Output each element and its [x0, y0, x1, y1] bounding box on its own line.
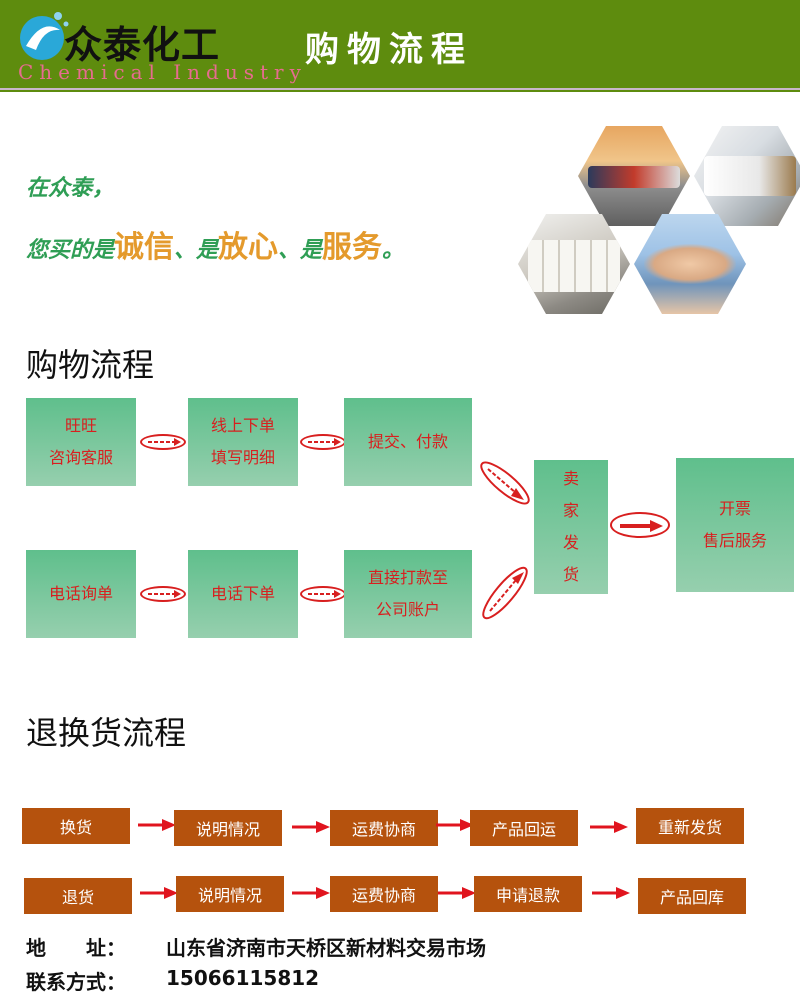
- return-step: 产品回运: [470, 810, 578, 846]
- step-label: 售后服务: [702, 531, 767, 550]
- shopping-flow-title: 购物流程: [26, 346, 155, 384]
- step-bank-transfer: 直接打款至 公司账户: [344, 550, 472, 638]
- phone-label: 联系方式：: [26, 970, 126, 994]
- phone-value: 15066115812: [166, 966, 320, 990]
- header-bar: 众泰化工 Chemical Industry 购物流程: [0, 0, 800, 92]
- return-step: 重新发货: [636, 808, 744, 844]
- step-label: 直接打款至: [367, 568, 448, 587]
- step-seller-ships: 卖 家 发 货: [534, 460, 608, 594]
- handshake-photo: [634, 214, 746, 314]
- slogan-keyword-service: 服务: [322, 230, 383, 265]
- step-phone-order: 电话下单: [188, 550, 298, 638]
- step-label: 开票: [718, 499, 751, 518]
- step-phone-inquiry: 电话询单: [26, 550, 136, 638]
- arrow-icon: [140, 887, 178, 899]
- arrow-icon: [438, 887, 476, 899]
- company-logo-icon: [20, 12, 69, 60]
- arrow-icon: [300, 434, 346, 450]
- step-label: 货: [562, 565, 579, 584]
- address-value: 山东省济南市天桥区新材料交易市场: [166, 936, 486, 960]
- step-online-order: 线上下单 填写明细: [188, 398, 298, 486]
- header-divider: [0, 88, 800, 90]
- step-label: 电话下单: [210, 584, 275, 603]
- arrow-icon: [138, 819, 176, 831]
- returns-flow-title: 退换货流程: [26, 714, 187, 752]
- step-label: 旺旺: [64, 416, 97, 435]
- step-invoice-aftersales: 开票 售后服务: [676, 458, 794, 592]
- arrow-down-right-icon: [480, 461, 530, 505]
- address-label: 地 址：: [26, 936, 126, 960]
- arrow-icon: [436, 819, 474, 831]
- arrow-up-right-icon: [482, 566, 528, 620]
- slogan-line-2: 您买的是诚信、是放心、是服务。: [26, 222, 404, 266]
- brand-english-name: Chemical Industry: [18, 60, 307, 84]
- step-consult-wangwang: 旺旺 咨询客服: [26, 398, 136, 486]
- return-step: 运费协商: [330, 810, 438, 846]
- step-label: 发: [562, 533, 579, 552]
- return-step: 运费协商: [330, 876, 438, 912]
- arrow-icon: [140, 586, 186, 602]
- step-label: 填写明细: [210, 448, 275, 467]
- arrow-icon: [292, 887, 330, 899]
- arrow-icon: [300, 586, 346, 602]
- step-label: 提交、付款: [367, 432, 448, 451]
- arrow-icon: [610, 512, 670, 538]
- return-step: 说明情况: [174, 810, 282, 846]
- brand-name: 众泰化工: [64, 23, 221, 67]
- slogan-text: 。: [382, 237, 405, 263]
- step-label: 公司账户: [375, 600, 440, 619]
- return-step: 换货: [22, 808, 130, 844]
- slogan-line-1: 在众泰，: [26, 175, 115, 201]
- step-submit-pay: 提交、付款: [344, 398, 472, 486]
- return-step: 说明情况: [176, 876, 284, 912]
- page-title: 购物流程: [305, 30, 473, 70]
- step-label: 卖: [562, 469, 579, 488]
- slogan-text: 您买的是: [26, 237, 115, 263]
- arrow-icon: [292, 821, 330, 833]
- step-label: 电话询单: [48, 584, 113, 603]
- return-step: 退货: [24, 878, 132, 914]
- return-step: 产品回库: [638, 878, 746, 914]
- step-label: 咨询客服: [48, 448, 113, 467]
- arrow-icon: [590, 821, 628, 833]
- step-label: 线上下单: [210, 416, 275, 435]
- slogan-text: 、是: [278, 237, 323, 263]
- arrow-icon: [592, 887, 630, 899]
- sacks-photo: [518, 214, 630, 314]
- warehouse-photo: [694, 126, 800, 226]
- trucks-photo: [578, 126, 690, 226]
- arrow-icon: [140, 434, 186, 450]
- slogan-keyword-integrity: 诚信: [114, 230, 175, 265]
- return-step: 申请退款: [474, 876, 582, 912]
- step-label: 家: [562, 501, 579, 520]
- slogan-keyword-assurance: 放心: [218, 230, 279, 265]
- slogan-text: 、是: [174, 237, 219, 263]
